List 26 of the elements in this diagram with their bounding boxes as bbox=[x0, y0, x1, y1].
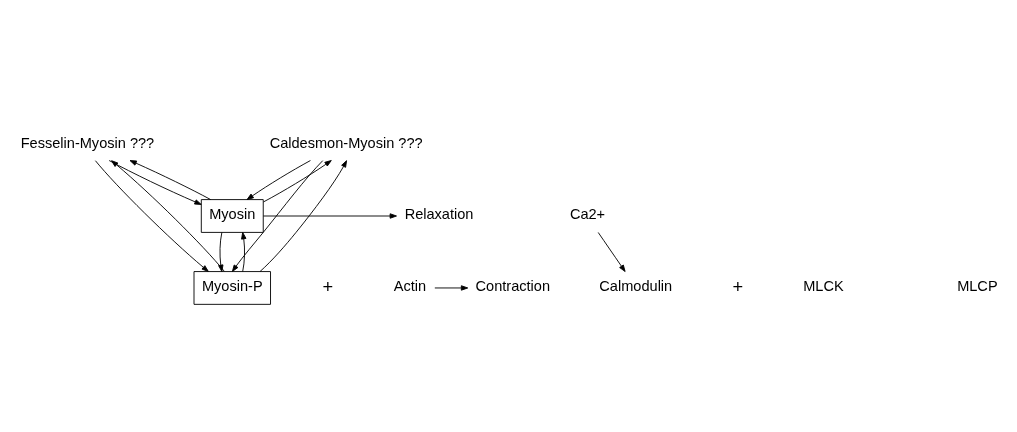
arrow bbox=[246, 160, 311, 201]
arrow bbox=[108, 160, 202, 205]
arrow bbox=[597, 232, 626, 272]
node-box: Myosin bbox=[200, 199, 264, 233]
node-text: Actin bbox=[393, 278, 427, 295]
node-text: Contraction bbox=[475, 278, 551, 295]
label: + bbox=[322, 276, 334, 297]
node-box: Myosin-P bbox=[193, 271, 271, 305]
node-text: Relaxation bbox=[404, 206, 474, 223]
node-text: Ca2+ bbox=[569, 206, 606, 223]
node-text: Calmodulin bbox=[599, 278, 673, 295]
arrow bbox=[129, 160, 212, 201]
node-text: MLCP bbox=[957, 278, 998, 295]
node-text: Caldesmon-Myosin ??? bbox=[269, 134, 423, 151]
label: + bbox=[732, 276, 744, 297]
node-text: Fesselin-Myosin ??? bbox=[20, 134, 155, 151]
arrow bbox=[259, 160, 348, 272]
arrow bbox=[218, 232, 224, 272]
arrow bbox=[263, 160, 332, 203]
node-text: MLCK bbox=[803, 278, 844, 295]
arrow bbox=[111, 160, 225, 272]
arrow bbox=[94, 160, 209, 272]
arrow bbox=[231, 160, 324, 272]
arrow bbox=[241, 232, 247, 272]
arrow bbox=[434, 285, 469, 291]
arrow bbox=[262, 213, 397, 219]
